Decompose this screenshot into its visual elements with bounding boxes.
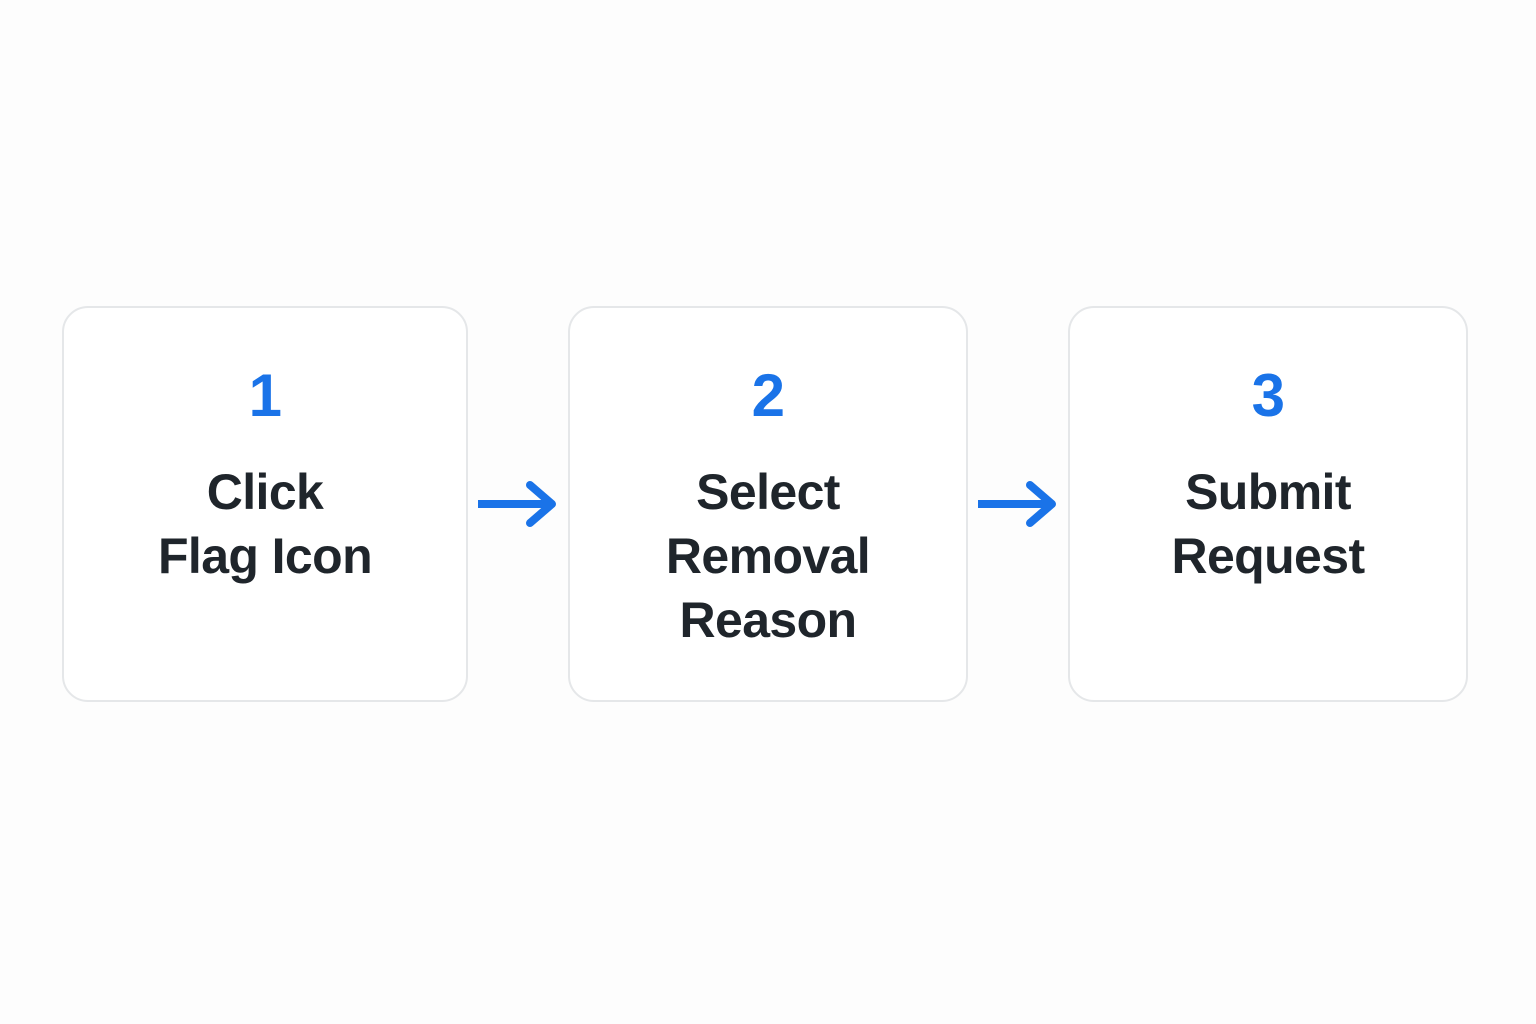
step-label-1: Click Flag Icon [144,460,386,588]
step-label-2-line-3: Reason [679,592,857,648]
step-card-2[interactable]: 2 Select Removal Reason [568,306,968,702]
step-card-3[interactable]: 3 Submit Request [1068,306,1468,702]
step-label-3-line-2: Request [1171,528,1365,584]
connector-2 [968,306,1068,702]
step-label-3: Submit Request [1157,460,1378,588]
step-number-1: 1 [248,362,282,429]
connector-1 [468,306,568,702]
step-label-3-line-1: Submit [1185,464,1351,520]
arrow-right-icon [476,476,560,532]
step-flow: 1 Click Flag Icon 2 Select Removal Reaso… [62,306,1468,702]
arrow-right-icon [976,476,1060,532]
step-label-2-line-1: Select [696,464,840,520]
step-label-2-line-2: Removal [665,528,871,584]
step-number-2: 2 [751,362,785,429]
step-label-2: Select Removal Reason [652,460,884,652]
step-number-3: 3 [1251,362,1285,429]
step-label-1-line-2: Flag Icon [157,528,373,584]
step-label-1-line-1: Click [206,464,324,520]
step-card-1[interactable]: 1 Click Flag Icon [62,306,468,702]
